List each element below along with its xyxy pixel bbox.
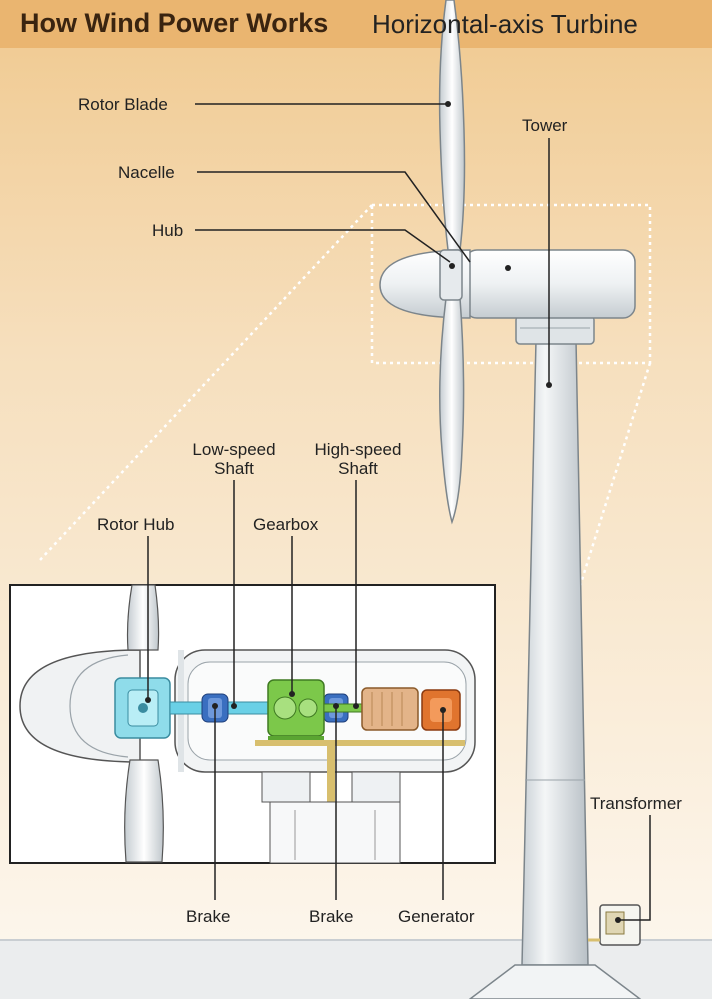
label-gearbox: Gearbox — [253, 515, 319, 534]
nacelle — [379, 249, 636, 319]
transformer — [588, 904, 641, 946]
generator-block — [361, 687, 461, 731]
detail-hub-nose — [19, 649, 141, 763]
diagram-title: How Wind Power Works — [20, 8, 329, 38]
label-rotor-blade: Rotor Blade — [78, 95, 168, 114]
label-tower: Tower — [522, 116, 568, 135]
label-transformer: Transformer — [590, 794, 682, 813]
zoom-frame — [370, 203, 652, 365]
bedplate — [255, 740, 465, 746]
label-generator: Generator — [398, 907, 475, 926]
label-low-speed-shaft-line2: Shaft — [214, 459, 254, 478]
label-hub: Hub — [152, 221, 184, 240]
zoom-line-right — [558, 362, 652, 651]
hub-ring — [439, 249, 463, 301]
label-nacelle: Nacelle — [118, 163, 175, 182]
gearbox-block — [267, 679, 325, 742]
label-low-speed-shaft: Low-speed Shaft — [180, 440, 288, 478]
label-high-speed-shaft: High-speed Shaft — [302, 440, 414, 478]
label-rotor-hub: Rotor Hub — [97, 515, 175, 534]
label-brake-right: Brake — [309, 907, 354, 926]
label-high-speed-shaft-line2: Shaft — [338, 459, 378, 478]
label-high-speed-shaft-line1: High-speed — [314, 440, 402, 459]
tower — [468, 315, 642, 999]
zoom-guide-lines — [39, 203, 652, 651]
diagram-subtitle: Horizontal-axis Turbine — [372, 9, 638, 39]
rotor-blade-bottom — [439, 297, 465, 525]
nacelle-detail-panel — [9, 584, 496, 864]
detail-blade-top — [126, 584, 160, 651]
label-low-speed-shaft-line1: Low-speed — [192, 440, 276, 459]
detail-blade-bottom — [124, 759, 164, 863]
leader-dots — [145, 101, 621, 923]
zoom-line-left — [39, 204, 373, 561]
leader-lines — [147, 103, 651, 921]
label-brake-left: Brake — [186, 907, 231, 926]
yaw-bearing — [261, 771, 401, 864]
rotor-blades — [438, 0, 466, 525]
